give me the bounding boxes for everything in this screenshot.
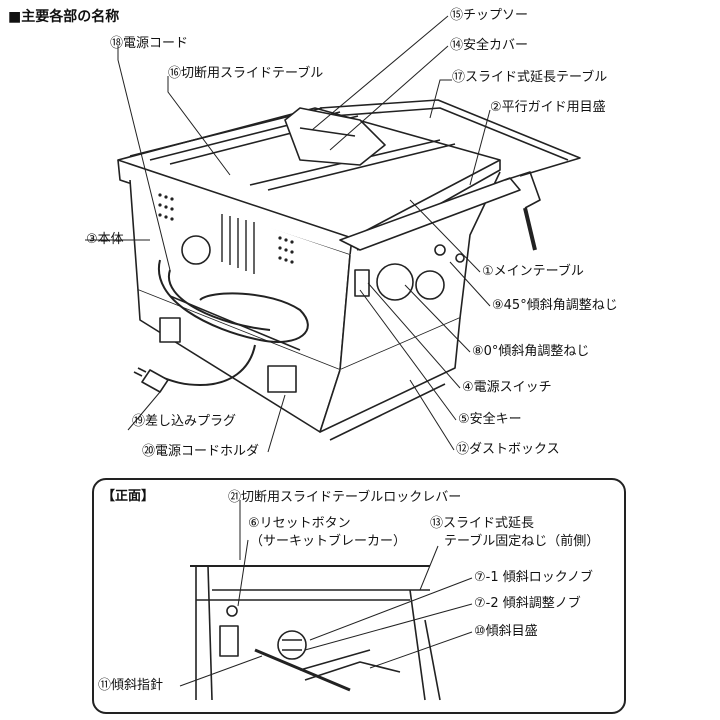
label-extension-table: ⑰スライド式延長テーブル (452, 70, 608, 85)
front-view-title: 【正面】 (102, 489, 155, 504)
label-tilt-scale: ⑩傾斜目盛 (474, 624, 538, 639)
label-lock-lever: ㉑切断用スライドテーブルロックレバー (228, 490, 462, 505)
label-safety-key: ⑤安全キー (458, 412, 522, 427)
label-power-cord: ⑱電源コード (110, 36, 189, 51)
label-power-switch: ④電源スイッチ (462, 380, 552, 395)
label-reset-button: ⑥リセットボタン (248, 516, 351, 531)
label-safety-cover: ⑭安全カバー (450, 38, 529, 53)
label-dust-box: ⑫ダストボックス (456, 442, 560, 457)
label-parallel-guide-scale: ②平行ガイド用目盛 (490, 100, 606, 115)
label-cord-holder: ⑳電源コードホルダ (142, 444, 260, 459)
label-main-table: ①メインテーブル (482, 264, 584, 279)
label-body: ③本体 (86, 232, 124, 247)
label-tilt-adjust-knob: ⑦-2 傾斜調整ノブ (474, 596, 581, 611)
label-tilt-pointer: ⑪傾斜指針 (98, 678, 164, 693)
label-ext-screw-2: テーブル固定ねじ（前側） (444, 534, 600, 549)
label-slide-table: ⑯切断用スライドテーブル (168, 66, 324, 81)
label-0deg-screw: ⑧0°傾斜角調整ねじ (472, 344, 590, 359)
label-ext-screw-1: ⑬スライド式延長 (430, 516, 535, 531)
front-view-frame (92, 478, 626, 714)
label-tilt-lock-knob: ⑦-1 傾斜ロックノブ (474, 570, 593, 585)
label-45deg-screw: ⑨45°傾斜角調整ねじ (492, 298, 618, 313)
label-plug: ⑲差し込みプラグ (132, 414, 237, 429)
label-chip-saw: ⑮チップソー (450, 8, 529, 23)
page-title: ■主要各部の名称 (8, 9, 120, 25)
label-circuit-breaker: （サーキットブレーカー） (250, 534, 407, 549)
